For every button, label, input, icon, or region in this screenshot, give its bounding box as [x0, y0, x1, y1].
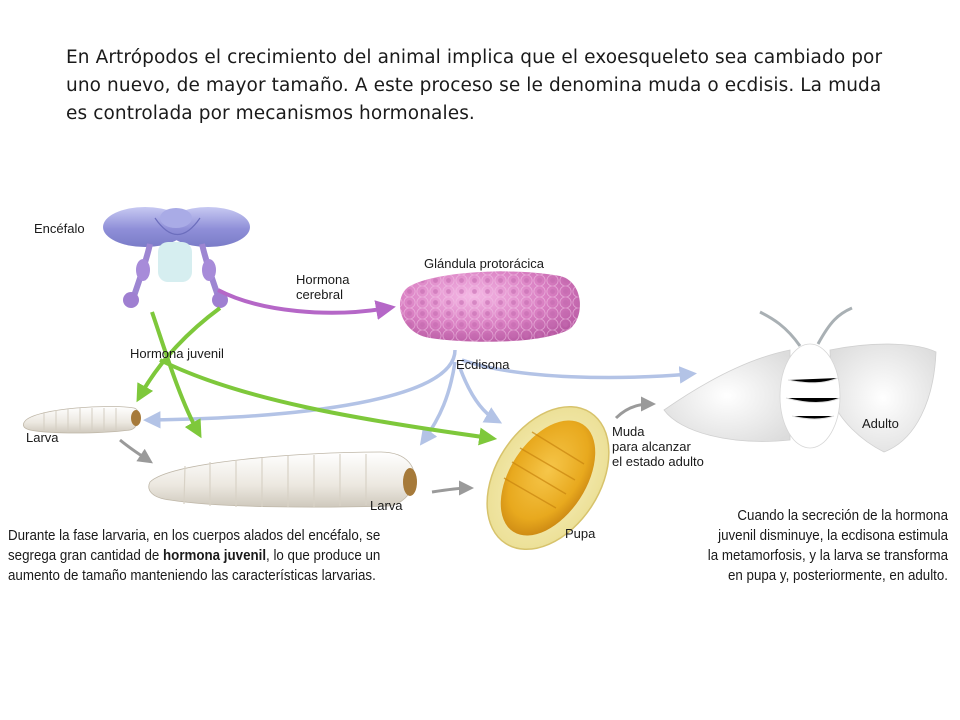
metamorphosis-caption: Cuando la secreción de la hormona juveni… [628, 506, 948, 586]
large-larva-label: Larva [370, 498, 403, 513]
ecdysone-arrows [143, 349, 697, 446]
larval-phase-caption: Durante la fase larvaria, en los cuerpos… [8, 526, 380, 586]
metamorphosis-caption-line-3: la metamorfosis, y la larva se transform… [707, 548, 948, 564]
molt-label-line-3: el estado adulto [612, 454, 704, 469]
stage-arrows [119, 396, 656, 496]
pupa-label: Pupa [565, 526, 596, 541]
brain-label: Encéfalo [34, 221, 85, 236]
juvenile-hormone-emphasis: hormona juvenil [163, 548, 267, 564]
brain-illustration [103, 207, 250, 308]
small-larva-label: Larva [26, 430, 59, 445]
intro-paragraph: En Artrópodos el crecimiento del animal … [66, 47, 883, 124]
brain-hormone-label-line-2: cerebral [296, 287, 343, 302]
metamorphosis-caption-line-1: Cuando la secreción de la hormona [737, 508, 948, 524]
adult-label: Adulto [862, 416, 899, 431]
metamorphosis-caption-line-2: juvenil disminuye, la ecdisona estimula [718, 528, 948, 544]
larval-caption-line-3: aumento de tamaño manteniendo las caract… [8, 568, 376, 584]
brain-hormone-arrow [217, 288, 396, 320]
larval-caption-line-1: Durante la fase larvaria, en los cuerpos… [8, 528, 381, 544]
prothoracic-gland-illustration [399, 271, 580, 342]
molt-label-line-1: Muda [612, 424, 645, 439]
juvenile-hormone-label: Hormona juvenil [130, 346, 224, 361]
pupa-illustration [486, 405, 610, 551]
prothoracic-gland-label: Glándula protorácica [424, 256, 544, 271]
metamorphosis-caption-line-4: en pupa y, posteriormente, en adulto. [727, 568, 948, 584]
brain-hormone-label-line-1: Hormona [296, 272, 350, 287]
larval-caption-line-2: segrega gran cantidad de hormona juvenil… [8, 548, 381, 564]
small-larva-illustration [22, 406, 141, 434]
large-larva-illustration [148, 451, 417, 508]
juvenile-hormone-arrows [136, 306, 498, 446]
ecdysone-label: Ecdisona [456, 357, 510, 372]
adult-moth-illustration [663, 306, 937, 453]
molt-label-line-2: para alcanzar [612, 439, 691, 454]
